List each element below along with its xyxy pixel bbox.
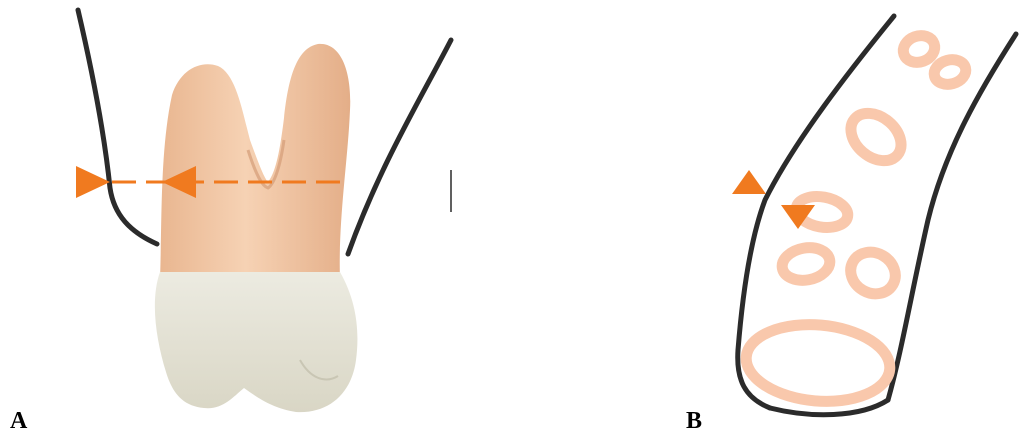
panel-b: B — [686, 16, 1016, 434]
root-section-6 — [843, 244, 903, 302]
arrowhead-up-icon — [732, 170, 766, 194]
right-bone-outline — [348, 40, 451, 254]
root-sections — [743, 31, 969, 407]
root-section-3 — [842, 104, 911, 171]
bone-outline-left — [738, 16, 894, 408]
tooth-root — [160, 44, 350, 280]
root-section-5 — [780, 244, 833, 284]
tooth-crown — [155, 272, 358, 412]
panel-a: A — [10, 10, 451, 434]
panel-label-b: B — [686, 408, 702, 434]
root-section-7 — [743, 319, 893, 407]
arrowhead-right-icon — [76, 166, 110, 198]
left-bone-outline — [78, 10, 157, 244]
panel-label-a: A — [10, 408, 28, 434]
root-section-2 — [931, 56, 968, 87]
root-section-1 — [900, 31, 939, 66]
